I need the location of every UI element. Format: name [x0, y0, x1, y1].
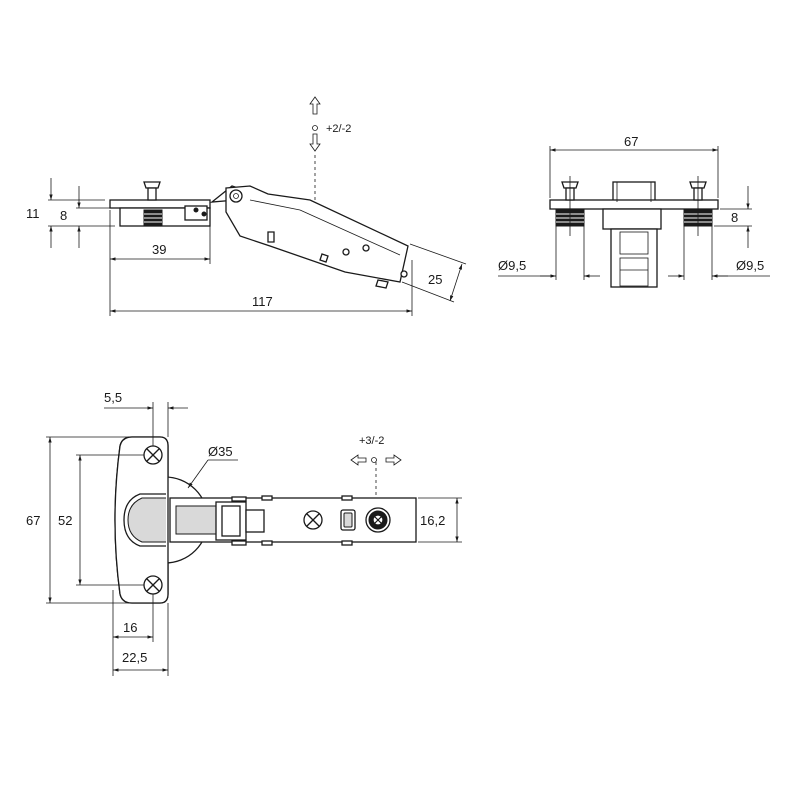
adjust-screw-cross: [303, 510, 323, 530]
side-view: +2/-2: [26, 96, 467, 316]
vertical-adjust-arrow-icon: [309, 96, 321, 200]
dim-label-67-front: 67: [624, 134, 638, 149]
side-mounting-plate: [109, 181, 211, 227]
dim-label-dia35: Ø35: [208, 444, 233, 459]
side-hinge-arm: [209, 185, 409, 289]
dim-label-117: 117: [252, 294, 273, 309]
front-left-screw: [555, 176, 585, 236]
dim-label-39: 39: [152, 242, 166, 257]
dim-label-11: 11: [26, 206, 40, 221]
dim-label-dia-right: Ø9,5: [736, 258, 764, 273]
top-screw-upper: [143, 445, 163, 465]
dim-label-5-5: 5,5: [104, 390, 122, 405]
front-mounting-plate: [549, 199, 719, 210]
dim-label-52: 52: [58, 513, 72, 528]
horizontal-adjust-arrow-icon: [350, 454, 402, 498]
dim-label-8-side: 8: [60, 208, 67, 223]
top-view: +3/-2 5,5 Ø35 67 52 16 22,5 16: [26, 390, 462, 676]
dim-label-67-top: 67: [26, 513, 40, 528]
dim-label-8-front: 8: [731, 210, 738, 225]
front-view: 67 8 Ø9,5 Ø9,5: [498, 134, 770, 288]
top-screw-lower: [143, 575, 163, 595]
dim-label-dia-left: Ø9,5: [498, 258, 526, 273]
dim-label-25: 25: [428, 272, 442, 287]
front-right-screw: [683, 176, 713, 236]
vertical-adjust-label: +2/-2: [326, 123, 351, 135]
dim-label-16-2: 16,2: [420, 513, 445, 528]
dim-label-22-5: 22,5: [122, 650, 147, 665]
cam-adjust-screw: [365, 507, 391, 533]
dim-label-16: 16: [123, 620, 137, 635]
horizontal-adjust-label: +3/-2: [359, 435, 384, 447]
front-hinge-cup: [612, 181, 656, 203]
